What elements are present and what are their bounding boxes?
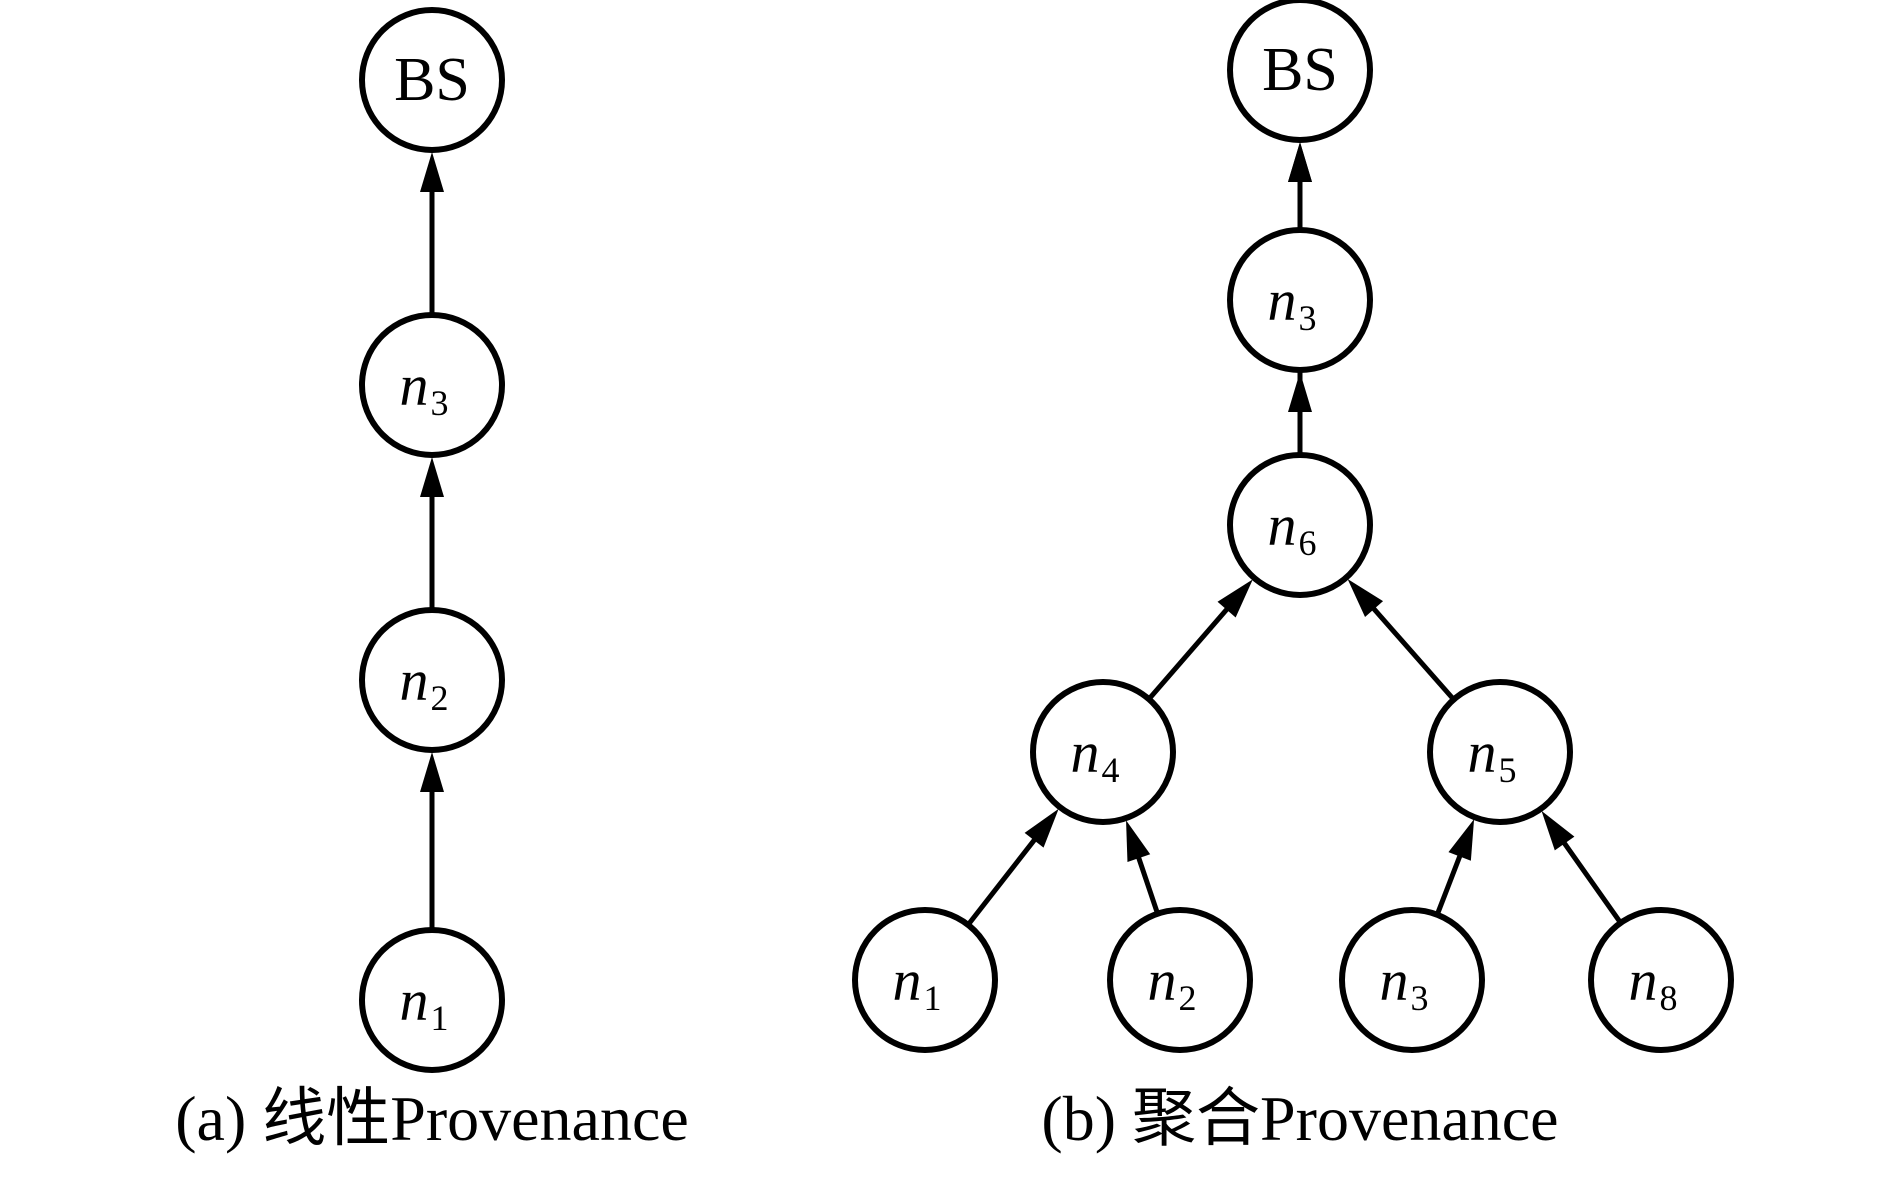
- node-label-subscript-b-n4: 4: [1102, 750, 1120, 790]
- edge-b-e5-arrowhead-icon: [1347, 579, 1384, 617]
- node-b-n6[interactable]: n6: [1227, 452, 1373, 598]
- edge-b-e7: [1126, 820, 1160, 913]
- node-a-n2[interactable]: n2: [359, 607, 505, 753]
- node-b-n5[interactable]: n5: [1427, 679, 1573, 825]
- node-circle-a-n3[interactable]: [359, 312, 505, 458]
- node-a-n1[interactable]: n1: [359, 927, 505, 1073]
- edge-a-e3: [420, 152, 444, 313]
- node-circle-b-n6[interactable]: [1227, 452, 1373, 598]
- node-label-b-bs: BS: [1262, 36, 1338, 104]
- edge-b-e9: [1541, 810, 1622, 923]
- node-circle-b-bs[interactable]: [1227, 0, 1373, 143]
- node-label-a-bs: BS: [394, 46, 470, 114]
- edge-b-e2-arrowhead-icon: [1288, 142, 1312, 182]
- node-circle-b-l3[interactable]: [1339, 907, 1485, 1053]
- node-label-subscript-b-n3: 3: [1299, 298, 1317, 338]
- node-label-subscript-b-n5: 5: [1499, 750, 1517, 790]
- node-circle-b-n4[interactable]: [1030, 679, 1176, 825]
- node-b-n3[interactable]: n3: [1227, 227, 1373, 373]
- node-b-l3[interactable]: n3: [1339, 907, 1485, 1053]
- node-b-l8[interactable]: n8: [1588, 907, 1734, 1053]
- edge-a-e3-arrowhead-icon: [420, 152, 444, 192]
- edge-a-e2: [420, 457, 444, 608]
- edges-layer: [420, 142, 1622, 928]
- node-a-bs[interactable]: BS: [359, 7, 505, 153]
- node-label-subscript-b-l8: 8: [1660, 978, 1678, 1018]
- node-circle-b-n3[interactable]: [1227, 227, 1373, 373]
- node-a-n3[interactable]: n3: [359, 312, 505, 458]
- edge-b-e2: [1288, 142, 1312, 228]
- node-label-subscript-a-n1: 1: [431, 998, 449, 1038]
- captions-layer: (a) 线性Provenance (b) 聚合Provenance: [175, 1083, 1558, 1154]
- node-circle-a-bs[interactable]: [359, 7, 505, 153]
- edge-b-e5-line: [1365, 599, 1455, 700]
- edge-b-e6: [967, 808, 1059, 925]
- edge-b-e8: [1435, 819, 1475, 914]
- node-circle-b-l1[interactable]: [852, 907, 998, 1053]
- node-b-l2[interactable]: n2: [1107, 907, 1253, 1053]
- node-b-bs[interactable]: BS: [1227, 0, 1373, 143]
- node-label-subscript-a-n2: 2: [431, 678, 449, 718]
- edge-b-e6-arrowhead-icon: [1024, 808, 1059, 848]
- node-label-subscript-b-l3: 3: [1411, 978, 1429, 1018]
- edge-b-e4-line: [1148, 600, 1236, 700]
- node-label-a-n3: n3: [400, 353, 449, 424]
- edge-a-e1: [420, 752, 444, 928]
- node-label-subscript-b-l2: 2: [1179, 978, 1197, 1018]
- nodes-layer: BS n3 n2 n1 BS n3 n6 n4 n5 n1 n2 n3 n8: [359, 0, 1734, 1073]
- edge-b-e4: [1148, 579, 1253, 700]
- edge-b-e8-arrowhead-icon: [1448, 819, 1475, 861]
- node-circle-b-l8[interactable]: [1588, 907, 1734, 1053]
- caption-panel-b: (b) 聚合Provenance: [1041, 1083, 1558, 1154]
- node-circle-a-n1[interactable]: [359, 927, 505, 1073]
- edge-b-e9-arrowhead-icon: [1541, 810, 1575, 851]
- edge-a-e1-arrowhead-icon: [420, 752, 444, 792]
- edge-b-e3: [1288, 372, 1312, 453]
- edge-b-e4-arrowhead-icon: [1217, 579, 1253, 618]
- edge-b-e7-arrowhead-icon: [1126, 820, 1151, 862]
- edge-b-e6-line: [967, 830, 1043, 925]
- edge-b-e3-arrowhead-icon: [1288, 372, 1312, 412]
- node-label-subscript-b-l1: 1: [924, 978, 942, 1018]
- node-b-l1[interactable]: n1: [852, 907, 998, 1053]
- node-circle-b-n5[interactable]: [1427, 679, 1573, 825]
- node-label-b-n5: n5: [1468, 720, 1517, 791]
- edge-b-e9-line: [1556, 833, 1622, 923]
- node-b-n4[interactable]: n4: [1030, 679, 1176, 825]
- edge-a-e2-arrowhead-icon: [420, 457, 444, 497]
- node-circle-b-l2[interactable]: [1107, 907, 1253, 1053]
- node-circle-a-n2[interactable]: [359, 607, 505, 753]
- node-label-subscript-a-n3: 3: [431, 383, 449, 423]
- edge-b-e8-line: [1435, 846, 1466, 914]
- node-label-subscript-b-n6: 6: [1299, 523, 1317, 563]
- edge-b-e5: [1347, 579, 1455, 700]
- caption-panel-a: (a) 线性Provenance: [175, 1083, 689, 1154]
- edge-b-e7-line: [1133, 847, 1160, 913]
